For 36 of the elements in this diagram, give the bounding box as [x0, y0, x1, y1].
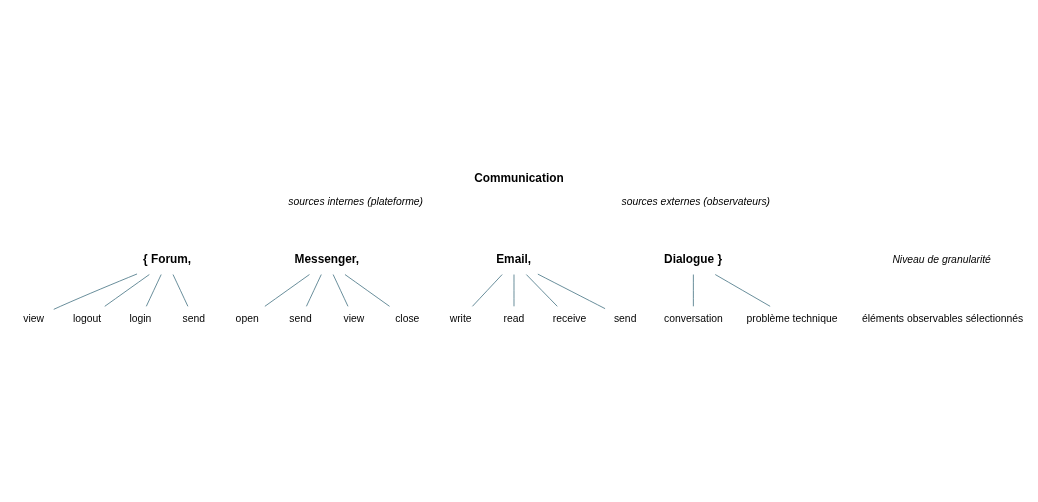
connector: [714, 273, 771, 307]
node-text: login: [129, 312, 152, 324]
node-text: open: [235, 312, 259, 324]
node-text: logout: [72, 312, 102, 324]
connector: [332, 273, 349, 307]
node-text: conversation: [664, 312, 723, 324]
label: éléments observables sélectionnés: [862, 312, 1024, 324]
node-text: send: [613, 312, 637, 324]
connector: [104, 273, 150, 307]
diagram-title: Communication: [474, 170, 564, 185]
label: Niveau de granularité: [892, 253, 991, 265]
connector: [264, 273, 310, 307]
node-text: read: [503, 312, 525, 324]
node-text: Email,: [496, 251, 532, 266]
connector: [525, 273, 558, 307]
connector: [537, 273, 606, 309]
label: sources internes (plateforme): [288, 195, 424, 207]
node-text: Dialogue }: [664, 251, 723, 266]
node-text: view: [23, 312, 45, 324]
node-text: Messenger,: [294, 251, 360, 266]
connector: [53, 273, 138, 310]
connector: [172, 273, 189, 307]
node-text: { Forum,: [143, 251, 192, 266]
label: sources externes (observateurs): [621, 195, 771, 207]
node-text: receive: [552, 312, 587, 324]
connector: [472, 273, 503, 307]
node-text: close: [395, 312, 420, 324]
node-text: send: [289, 312, 312, 324]
node-text: write: [449, 312, 472, 324]
connector: [306, 273, 322, 307]
connector: [693, 273, 694, 307]
connector: [145, 273, 162, 307]
node-text: send: [182, 312, 206, 324]
node-text: view: [343, 312, 365, 324]
node-text: problème technique: [746, 312, 838, 324]
connector: [344, 273, 390, 307]
